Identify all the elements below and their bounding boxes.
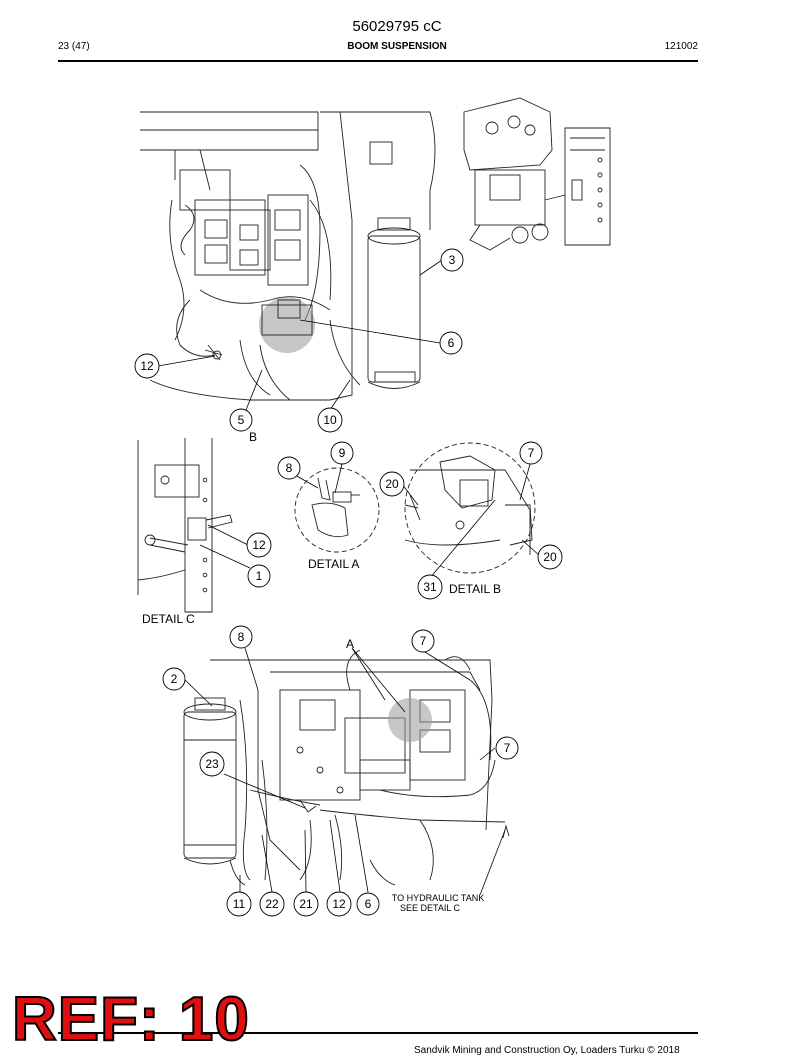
svg-text:12: 12	[332, 897, 346, 911]
svg-text:7: 7	[420, 634, 427, 648]
detail-a-marker: A	[346, 637, 354, 651]
callout-1: 1	[247, 564, 271, 588]
callouts: 3 6 12 5 10 9 8 20 7 20 31 12 1 8 7 2 7 …	[134, 248, 563, 917]
callout-20-right: 20	[537, 544, 563, 570]
detail-b-label: DETAIL B	[449, 582, 501, 596]
svg-text:8: 8	[286, 461, 293, 475]
callout-6-top: 6	[439, 331, 463, 355]
bottom-view-drawing	[183, 649, 510, 896]
callout-3: 3	[440, 248, 464, 272]
svg-text:7: 7	[528, 446, 535, 460]
callout-7-b: 7	[519, 441, 543, 465]
document-number: 56029795 cC	[352, 18, 442, 35]
callout-5: 5	[229, 408, 253, 432]
svg-text:31: 31	[423, 580, 437, 594]
callout-7-bottom-top: 7	[411, 629, 435, 653]
main-view-drawing	[140, 111, 436, 401]
callout-22: 22	[259, 891, 285, 917]
svg-text:10: 10	[323, 413, 337, 427]
detail-b-drawing	[404, 442, 536, 574]
footer-copyright: Sandvik Mining and Construction Oy, Load…	[414, 1045, 680, 1056]
svg-text:9: 9	[339, 446, 346, 460]
svg-text:22: 22	[265, 897, 279, 911]
svg-text:11: 11	[233, 897, 246, 911]
svg-text:12: 12	[140, 359, 154, 373]
section-title: BOOM SUSPENSION	[347, 41, 447, 52]
callout-2: 2	[162, 667, 186, 691]
callout-23: 23	[199, 751, 225, 777]
tank-note-line2: SEE DETAIL C	[400, 903, 461, 913]
document-date-code: 121002	[664, 41, 698, 52]
ref-stamp: REF: 10	[11, 984, 250, 1055]
svg-text:12: 12	[252, 538, 266, 552]
svg-text:20: 20	[385, 477, 399, 491]
svg-text:6: 6	[365, 897, 372, 911]
callout-11: 11	[226, 891, 252, 917]
callout-9: 9	[330, 441, 354, 465]
callout-21: 21	[293, 891, 319, 917]
svg-text:7: 7	[504, 741, 511, 755]
callout-6-bottom: 6	[356, 892, 380, 916]
callout-31: 31	[417, 574, 443, 600]
svg-text:5: 5	[238, 413, 245, 427]
leader-lines	[157, 259, 541, 893]
tank-note-line1: TO HYDRAULIC TANK	[392, 893, 485, 903]
detail-c-drawing	[137, 438, 233, 613]
svg-text:8: 8	[238, 630, 245, 644]
detail-b-marker: B	[249, 430, 257, 444]
svg-text:21: 21	[299, 897, 313, 911]
svg-text:23: 23	[205, 757, 219, 771]
callout-7-bottom-right: 7	[495, 736, 519, 760]
callout-12-bottom: 12	[326, 891, 352, 917]
callout-20-left: 20	[379, 471, 405, 497]
header-rule	[58, 60, 698, 62]
svg-text:6: 6	[448, 336, 455, 350]
footer-rule	[58, 1032, 698, 1034]
svg-text:20: 20	[543, 550, 557, 564]
callout-12-top: 12	[134, 353, 160, 379]
detail-a-label: DETAIL A	[308, 557, 359, 571]
inset-drawing	[463, 97, 611, 251]
detail-a-drawing	[294, 467, 380, 553]
callout-10: 10	[317, 407, 343, 433]
callout-12-c: 12	[246, 532, 272, 558]
svg-text:3: 3	[449, 253, 456, 267]
callout-8-bottom: 8	[229, 625, 253, 649]
callout-8-a: 8	[277, 456, 301, 480]
svg-text:1: 1	[256, 569, 263, 583]
svg-text:2: 2	[171, 672, 178, 686]
detail-c-label: DETAIL C	[142, 612, 195, 626]
page-indicator: 23 (47)	[58, 41, 90, 52]
